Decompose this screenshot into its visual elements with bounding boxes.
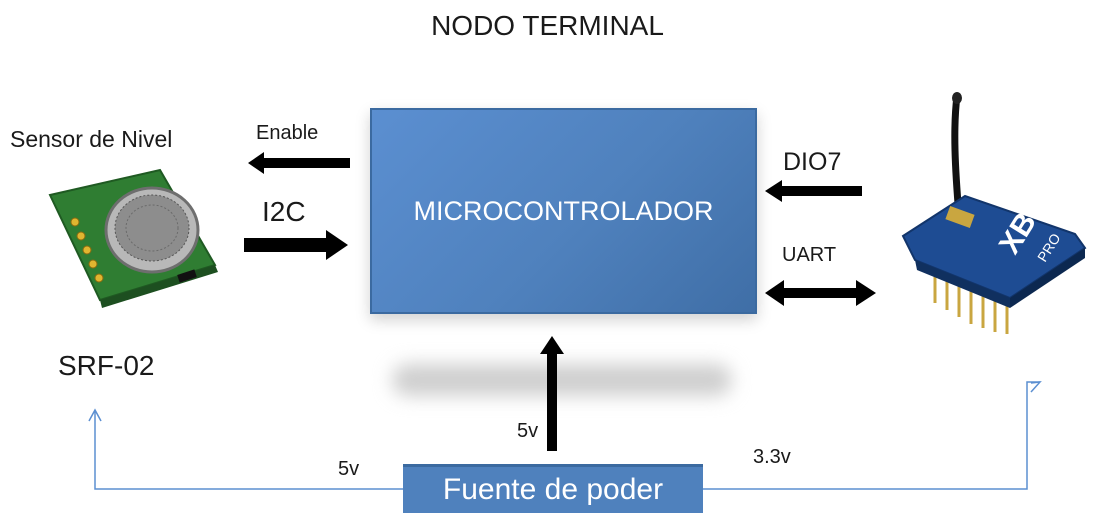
dio7-arrow [765, 180, 862, 202]
power-xbee-wire [703, 381, 1040, 490]
dio7-label: DIO7 [783, 148, 842, 176]
sensor-model-label: SRF-02 [58, 350, 155, 381]
power-sensor-wire [94, 410, 403, 490]
power-mcu-arrow [540, 336, 564, 451]
diagram-title: NODO TERMINAL [431, 10, 664, 41]
uart-label: UART [782, 244, 837, 266]
enable-arrow [248, 152, 350, 174]
power-supply-block: Fuente de poder [403, 464, 703, 513]
xbee-pro-module-icon: XBee PRO [901, 92, 1087, 334]
mcu-shadow [392, 364, 732, 396]
power-supply-label: Fuente de poder [442, 473, 664, 506]
mcu-voltage-label: 5v [517, 420, 539, 442]
power-sensor-wire-head [88, 408, 102, 422]
enable-label: Enable [256, 122, 319, 144]
microcontroller-block: MICROCONTROLADOR [370, 108, 757, 314]
sensor-title: Sensor de Nivel [10, 126, 173, 152]
ultrasonic-sensor-icon [48, 168, 218, 308]
sensor-voltage-label: 5v [338, 458, 360, 480]
uart-arrow [765, 280, 876, 306]
xbee-voltage-label: 3.3v [753, 446, 791, 468]
i2c-arrow [244, 230, 348, 260]
i2c-label: I2C [262, 196, 306, 227]
power-xbee-wire-head [1030, 381, 1042, 393]
microcontroller-label: MICROCONTROLADOR [413, 195, 714, 226]
